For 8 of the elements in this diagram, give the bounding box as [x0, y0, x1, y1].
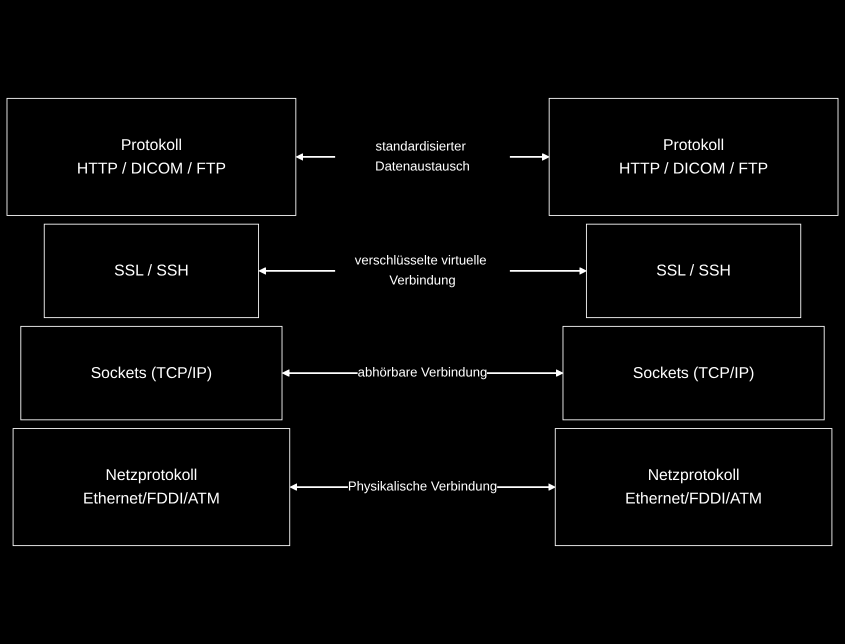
node-box: SSL / SSH: [586, 224, 802, 318]
node-box: Netzprotokoll Ethernet/FDDI/ATM: [554, 428, 832, 546]
node-box: Protokoll HTTP / DICOM / FTP: [6, 98, 296, 216]
node-box: Sockets (TCP/IP): [20, 326, 282, 420]
node-box: Sockets (TCP/IP): [562, 326, 825, 420]
node-box: Netzprotokoll Ethernet/FDDI/ATM: [12, 428, 290, 546]
node-box: Protokoll HTTP / DICOM / FTP: [548, 98, 838, 216]
node-box: SSL / SSH: [44, 224, 260, 318]
